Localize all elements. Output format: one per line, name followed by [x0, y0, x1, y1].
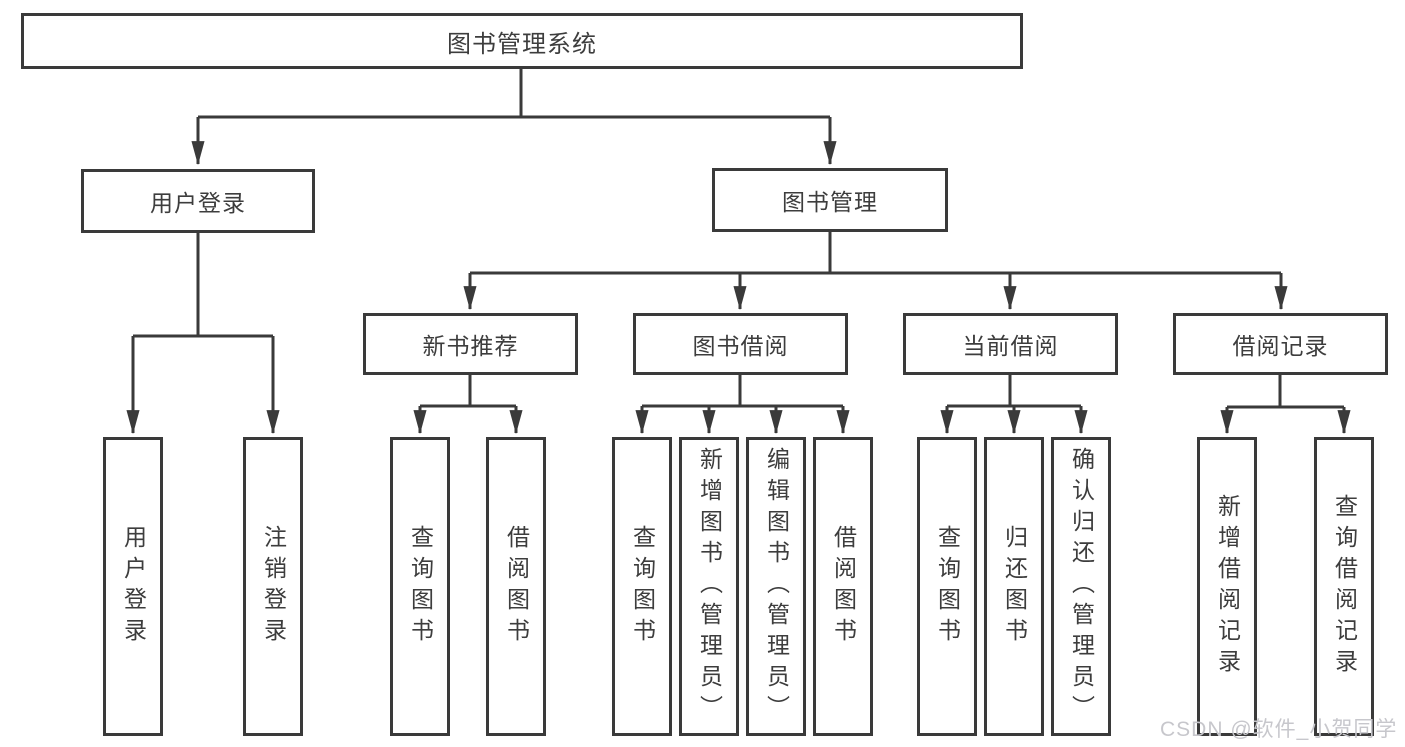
node-label: 确认归还（管理员）	[1068, 447, 1095, 726]
leaf-add-book-admin: 新增图书（管理员）	[679, 437, 739, 736]
node-label: 查询图书	[934, 524, 961, 649]
node-label: 新书推荐	[422, 333, 519, 359]
node-label: 当前借阅	[962, 333, 1059, 359]
leaf-user-login: 用户登录	[103, 437, 163, 736]
leaf-edit-book-admin: 编辑图书（管理员）	[746, 437, 806, 736]
node-label: 查询图书	[629, 524, 656, 649]
node-label: 注销登录	[260, 524, 287, 649]
node-new-book-recommend: 新书推荐	[363, 313, 578, 375]
node-label: 用户登录	[120, 524, 147, 649]
node-label: 编辑图书（管理员）	[763, 447, 790, 726]
connector-book-borrowing-children	[635, 375, 850, 435]
leaf-add-borrow-record: 新增借阅记录	[1197, 437, 1257, 736]
node-book-borrowing: 图书借阅	[633, 313, 848, 375]
node-label: 查询借阅记录	[1331, 493, 1358, 680]
node-label: 借阅图书	[830, 524, 857, 649]
connector-user-login-children	[126, 233, 280, 435]
node-label: 图书借阅	[692, 333, 789, 359]
node-label: 用户登录	[150, 190, 246, 216]
node-label: 图书管理	[782, 189, 878, 215]
leaf-query-books: 查询图书	[917, 437, 977, 736]
node-label: 借阅记录	[1232, 333, 1329, 359]
leaf-query-borrow-record: 查询借阅记录	[1314, 437, 1374, 736]
node-label: 归还图书	[1001, 524, 1028, 649]
leaf-logout: 注销登录	[243, 437, 303, 736]
leaf-confirm-return-admin: 确认归还（管理员）	[1051, 437, 1111, 736]
csdn-watermark: CSDN @软件_小贺同学	[1160, 718, 1398, 741]
leaf-borrow-books: 借阅图书	[486, 437, 546, 736]
node-label: 借阅图书	[503, 524, 530, 649]
connector-new-book-children	[413, 375, 523, 435]
connector-root-to-level2	[191, 69, 837, 166]
leaf-borrow-books: 借阅图书	[813, 437, 873, 736]
node-library-management-system: 图书管理系统	[21, 13, 1023, 69]
node-label: 新增借阅记录	[1214, 493, 1241, 680]
connector-current-borrowing-children	[940, 375, 1088, 435]
node-current-borrowing: 当前借阅	[903, 313, 1118, 375]
node-label: 图书管理系统	[447, 30, 597, 58]
node-book-management: 图书管理	[712, 168, 948, 232]
node-user-login: 用户登录	[81, 169, 315, 233]
node-label: 查询图书	[407, 524, 434, 649]
leaf-query-books: 查询图书	[612, 437, 672, 736]
connector-book-management-children	[463, 232, 1288, 311]
node-label: 新增图书（管理员）	[696, 447, 723, 726]
connector-borrowing-records-children	[1220, 375, 1351, 435]
leaf-query-books: 查询图书	[390, 437, 450, 736]
node-borrowing-records: 借阅记录	[1173, 313, 1388, 375]
leaf-return-books: 归还图书	[984, 437, 1044, 736]
